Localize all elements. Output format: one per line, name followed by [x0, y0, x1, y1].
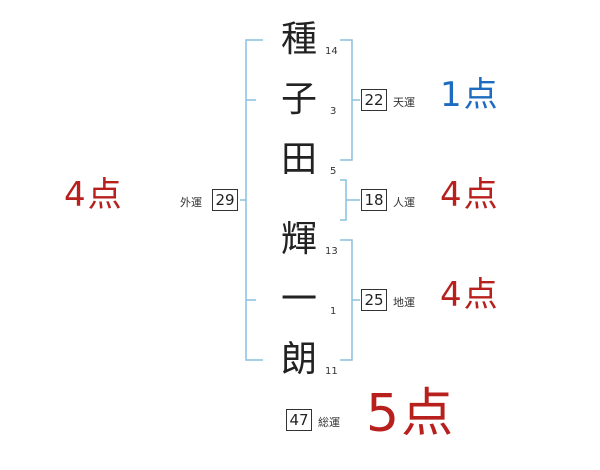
name-char-3: 田: [280, 139, 317, 180]
name-char-4: 輝: [280, 219, 317, 260]
tenkaku-label: 天運: [393, 96, 415, 109]
soukaku-value-box: 47: [286, 409, 312, 431]
stroke-count-2: 3: [330, 106, 337, 117]
name-char-1: 種: [280, 19, 317, 60]
chikaku-label: 地運: [393, 296, 415, 309]
stroke-count-6: 11: [325, 366, 338, 377]
jinkaku-score: 4点: [440, 178, 498, 212]
chikaku-score-number: 4: [440, 275, 462, 315]
outer-bracket: [240, 39, 263, 361]
gaikaku-score-number: 4: [64, 175, 86, 215]
jinkaku-score-number: 4: [440, 175, 462, 215]
soukaku-score-unit: 点: [401, 384, 454, 444]
jinkaku-bracket: [340, 179, 360, 221]
jinkaku-score-unit: 点: [463, 175, 498, 215]
chikaku-score: 4点: [440, 278, 498, 312]
name-char-2: 子: [280, 79, 317, 120]
inner-left-tick: [246, 99, 256, 301]
jinkaku-label: 人運: [393, 196, 415, 209]
tenkaku-bracket: [340, 39, 360, 161]
chikaku-bracket: [340, 239, 360, 361]
gaikaku-score-unit: 点: [87, 175, 122, 215]
tenkaku-score: 1点: [440, 78, 498, 112]
soukaku-score: 5点: [366, 388, 453, 440]
stroke-count-5: 1: [330, 306, 337, 317]
soukaku-score-number: 5: [366, 384, 400, 444]
soukaku-label: 総運: [318, 416, 340, 429]
tenkaku-score-unit: 点: [463, 75, 498, 115]
gaikaku-value-box: 29: [212, 189, 238, 211]
tenkaku-value-box: 22: [361, 89, 387, 111]
stroke-count-1: 14: [325, 46, 338, 57]
gaikaku-label: 外運: [180, 196, 202, 209]
stroke-count-3: 5: [330, 166, 337, 177]
name-char-5: 一: [280, 279, 317, 320]
tenkaku-score-number: 1: [440, 75, 462, 115]
chikaku-score-unit: 点: [463, 275, 498, 315]
chikaku-value-box: 25: [361, 289, 387, 311]
name-char-6: 朗: [280, 339, 317, 380]
gaikaku-score: 4点: [64, 178, 122, 212]
stroke-count-4: 13: [325, 246, 338, 257]
jinkaku-value-box: 18: [361, 189, 387, 211]
